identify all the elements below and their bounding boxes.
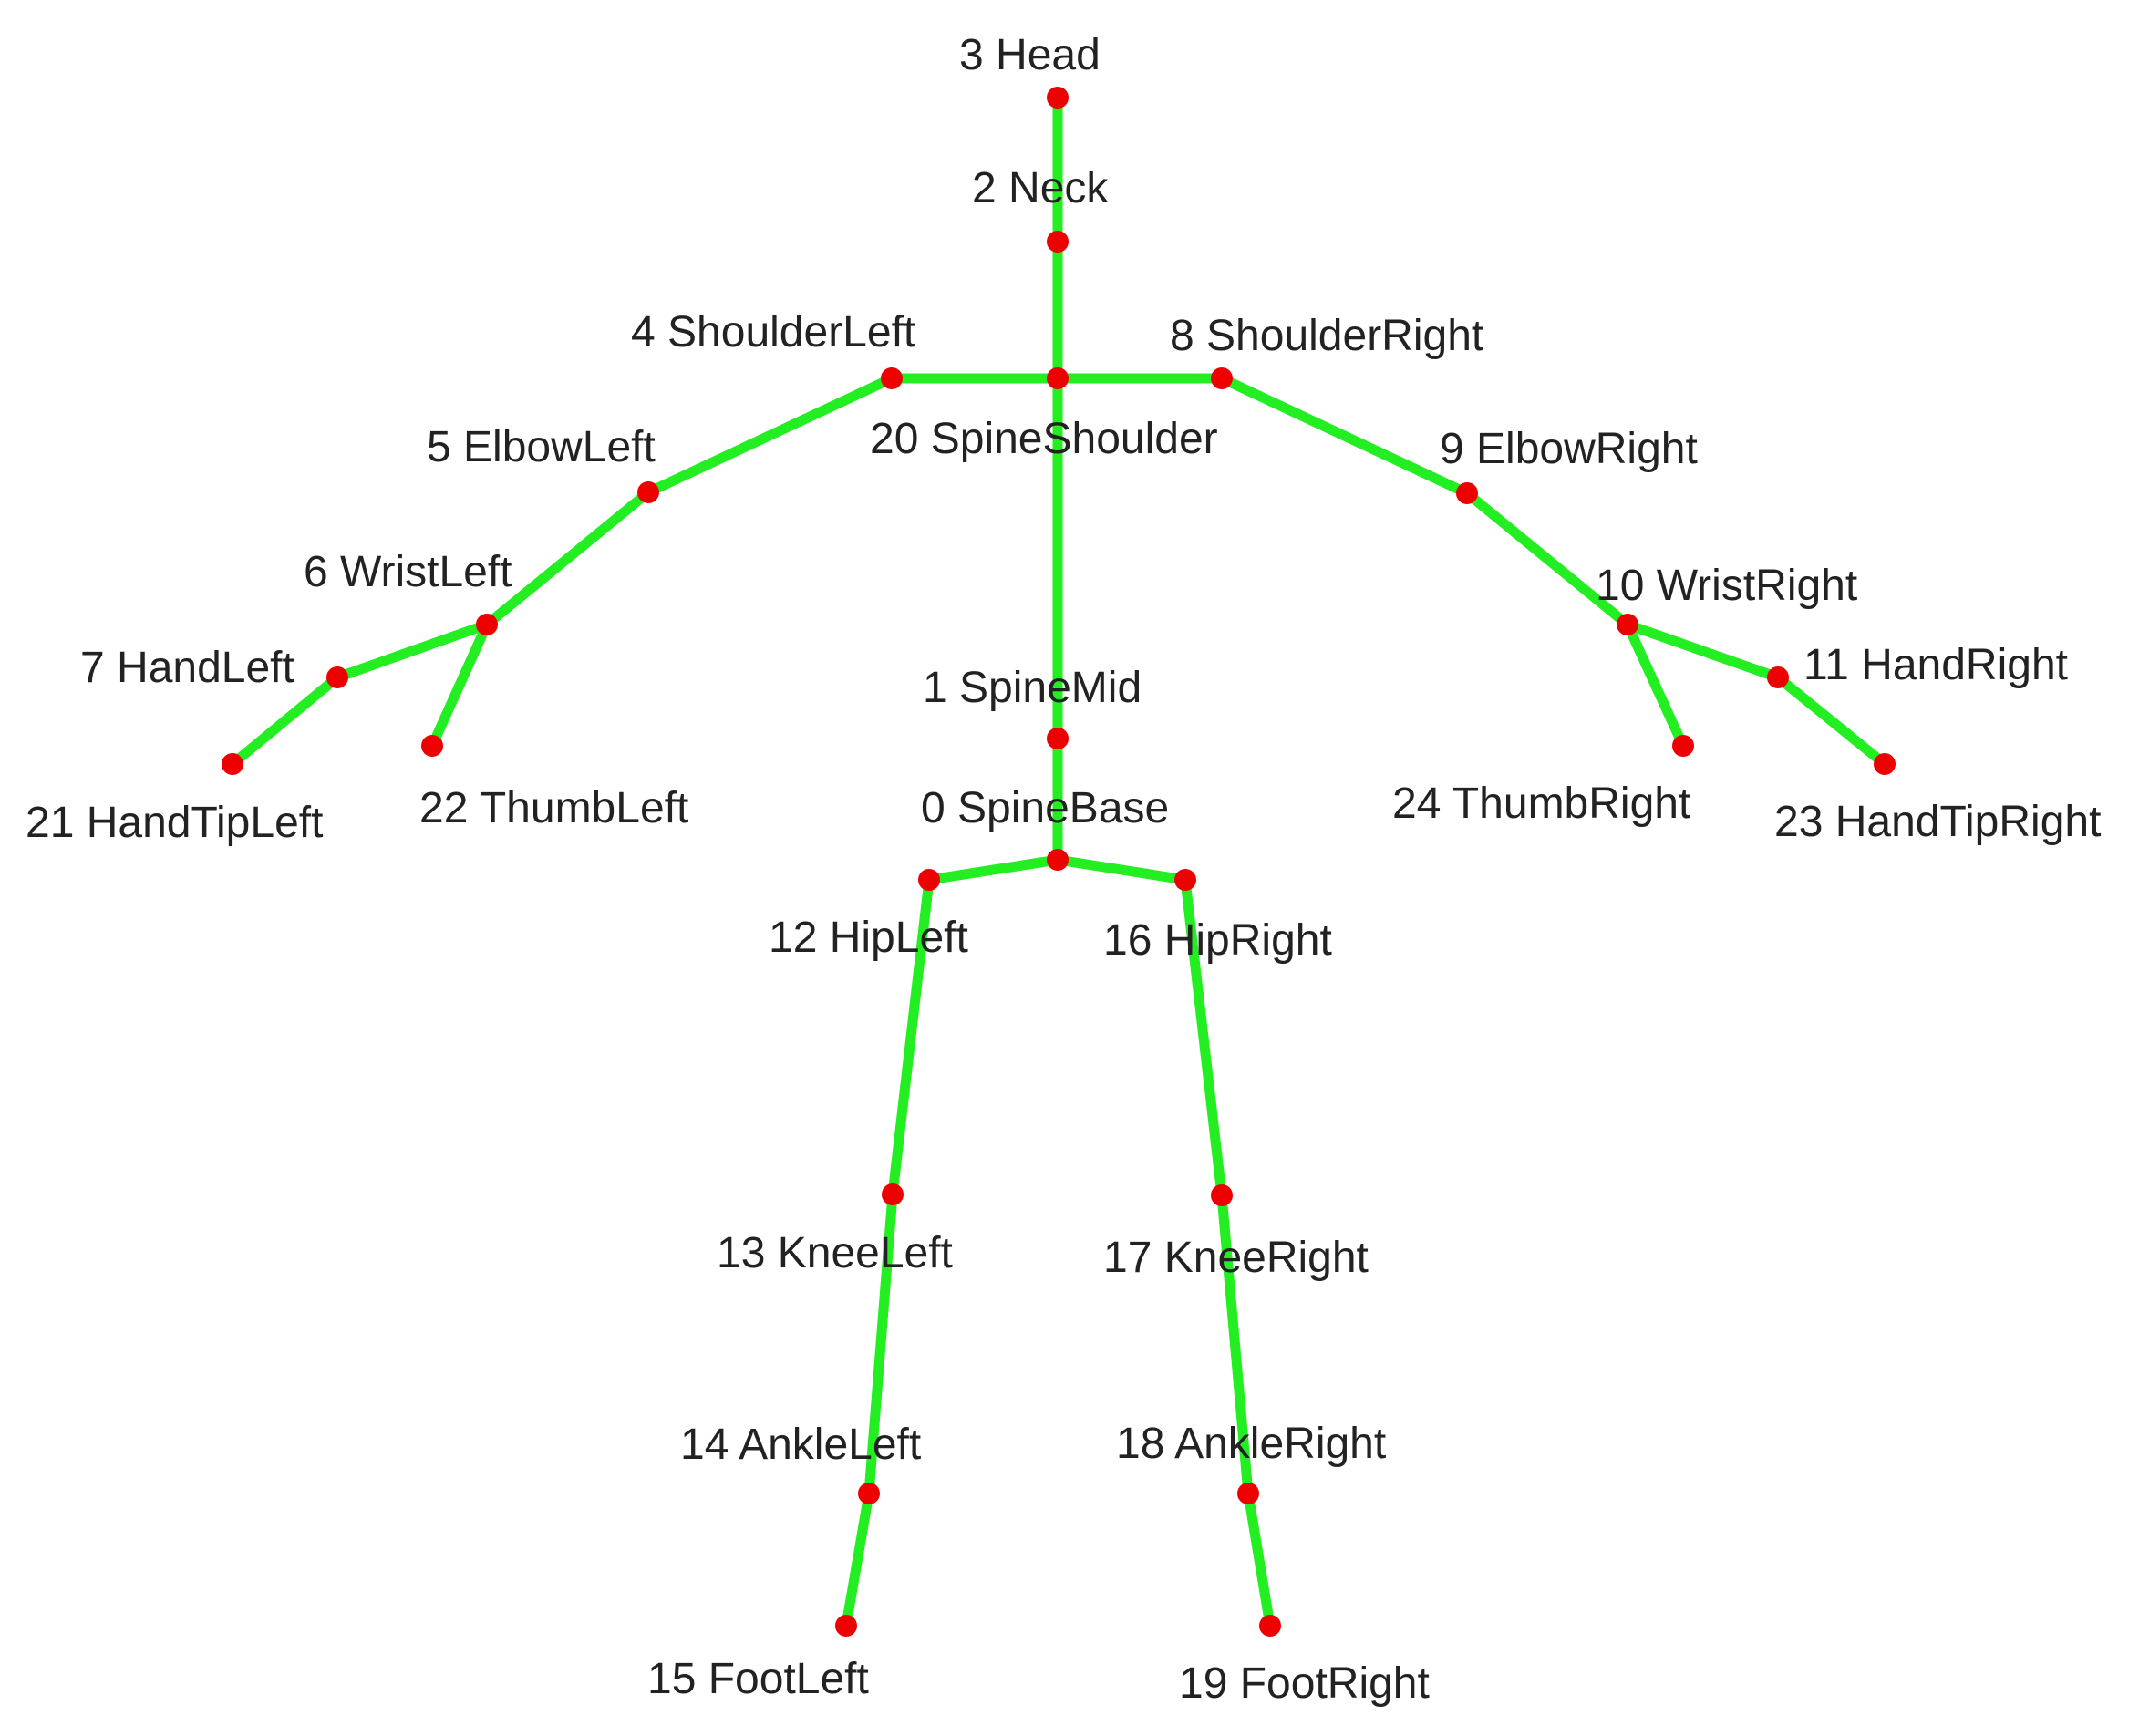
joint-foot-right [1259,1615,1281,1637]
joint-label-knee-left: 13 KneeLeft [717,1229,953,1277]
joint-spine-mid [1047,728,1069,749]
joint-label-thumb-left: 22 ThumbLeft [419,784,688,832]
joint-hip-left [918,869,940,891]
joint-label-elbow-left: 5 ElbowLeft [427,423,656,471]
joint-neck [1047,231,1069,253]
joint-label-elbow-right: 9 ElbowRight [1440,425,1698,473]
joint-shoulder-left [881,367,903,389]
joint-label-shoulder-left: 4 ShoulderLeft [631,308,915,356]
joint-label-hand-tip-left: 21 HandTipLeft [26,799,323,847]
joint-label-hand-right: 11 HandRight [1803,641,2068,689]
joint-label-hand-left: 7 HandLeft [80,644,294,692]
joint-label-foot-right: 19 FootRight [1179,1659,1430,1708]
joints-layer [222,87,1896,1637]
joint-hand-right [1767,666,1789,688]
bone-elbow-right-to-wrist-right [1462,488,1633,630]
joint-label-hip-right: 16 HipRight [1103,916,1332,965]
joint-spine-shoulder [1047,367,1069,389]
bone-shoulder-right-to-elbow-right [1216,373,1472,499]
bone-knee-left-to-ankle-left [863,1189,898,1499]
bone-knee-right-to-ankle-right [1216,1190,1254,1499]
bone-spine-base-to-hip-left [924,854,1063,885]
joint-label-hip-left: 12 HipLeft [769,914,968,962]
bone-wrist-right-to-thumb-right [1622,619,1689,751]
joint-label-ankle-right: 18 AnkleRight [1116,1420,1386,1468]
bone-ankle-left-to-foot-left [841,1488,874,1631]
joint-hand-left [326,666,348,688]
bone-ankle-right-to-foot-right [1243,1488,1276,1631]
joint-head [1047,87,1069,108]
joint-label-spine-shoulder: 20 SpineShoulder [870,415,1218,463]
joint-knee-left [882,1183,904,1205]
joint-elbow-right [1456,482,1478,504]
joint-hand-tip-right [1874,753,1896,775]
joint-label-neck: 2 Neck [972,164,1109,212]
joint-label-spine-base: 0 SpineBase [921,784,1169,832]
joint-thumb-right [1672,735,1694,757]
joint-label-wrist-right: 10 WristRight [1596,562,1857,610]
bone-hand-left-to-hand-tip-left [227,672,343,770]
joint-ankle-right [1237,1483,1259,1504]
joint-label-spine-mid: 1 SpineMid [923,664,1142,712]
bones-layer [227,92,1890,1631]
joint-hand-tip-left [222,753,243,775]
bone-wrist-left-to-hand-left [332,619,492,683]
joint-shoulder-right [1211,367,1233,389]
bone-shoulder-left-to-elbow-left [643,373,897,498]
joint-label-wrist-left: 6 WristLeft [304,548,512,596]
joint-label-shoulder-right: 8 ShoulderRight [1170,312,1483,360]
joint-label-knee-right: 17 KneeRight [1103,1234,1369,1282]
joint-label-thumb-right: 24 ThumbRight [1392,780,1690,828]
joint-foot-left [835,1615,857,1637]
joint-spine-base [1047,849,1069,871]
joint-wrist-left [476,614,498,636]
joint-knee-right [1211,1184,1233,1206]
joint-label-hand-tip-right: 23 HandTipRight [1774,798,2101,846]
joint-thumb-left [421,735,443,757]
bone-wrist-left-to-thumb-left [427,619,492,751]
bone-hand-right-to-hand-tip-right [1772,672,1890,770]
bone-hip-left-to-knee-left [887,874,935,1200]
joint-label-foot-left: 15 FootLeft [647,1655,869,1703]
joint-hip-right [1174,869,1196,891]
joint-wrist-right [1617,614,1638,636]
joint-label-ankle-left: 14 AnkleLeft [680,1421,921,1469]
bone-hip-right-to-knee-right [1180,874,1227,1201]
bone-wrist-right-to-hand-right [1622,619,1783,683]
labels-layer: 0 SpineBase 1 SpineMid 2 Neck 3 Head 4 Shoul… [26,31,2101,1708]
joint-ankle-left [858,1483,880,1504]
bone-elbow-left-to-wrist-left [481,487,654,630]
joint-label-head: 3 Head [959,31,1100,79]
bone-spine-base-to-hip-right [1052,854,1191,885]
joint-elbow-left [637,481,659,503]
